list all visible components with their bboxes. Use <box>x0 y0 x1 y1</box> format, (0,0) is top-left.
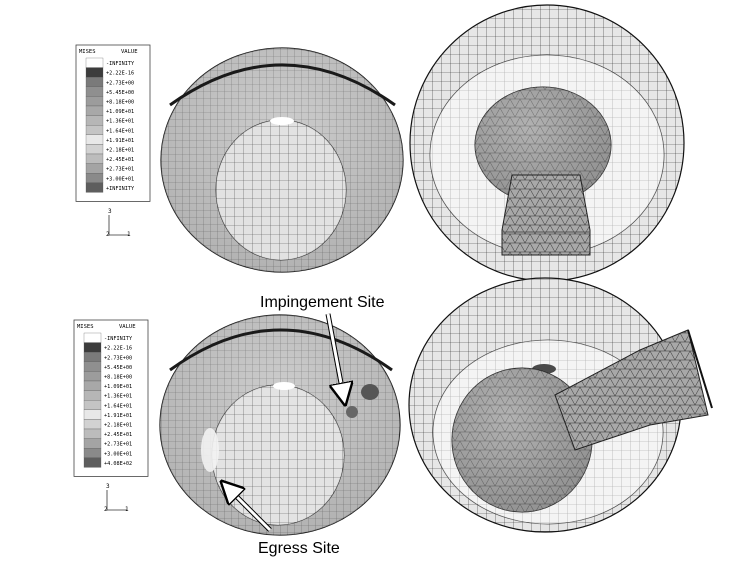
impingement-region <box>361 384 379 400</box>
axis-label-origin: 2 <box>104 506 108 513</box>
legend-entry-label: -INFINITY <box>104 336 133 342</box>
axis-triad <box>106 490 127 511</box>
legend-entry-label: +INFINITY <box>106 186 135 192</box>
legend-swatch <box>85 182 104 193</box>
impingement-callout: Impingement Site <box>260 294 385 404</box>
legend-swatch <box>83 332 102 343</box>
legend-top: MISES VALUE -INFINITY +2.22E-16 +2.73E+00 +5.… <box>75 44 151 238</box>
legend-entry-label: +2.18E+01 <box>106 148 134 154</box>
legend-entry-label: +4.08E+02 <box>104 461 132 467</box>
legend-swatch <box>85 105 104 116</box>
axis-label-horizontal: 1 <box>127 231 131 238</box>
axis-label-vertical: 3 <box>106 483 110 490</box>
legend-entry-label: +1.64E+01 <box>106 128 134 134</box>
legend-swatch <box>85 77 104 87</box>
legend-header-left: MISES <box>79 49 96 55</box>
legend-swatch <box>85 144 104 155</box>
legend-swatch <box>85 153 104 164</box>
legend-entry-label: +3.00E+01 <box>106 176 134 182</box>
axis-label-horizontal: 1 <box>125 506 129 513</box>
egress-callout: Egress Site <box>222 482 340 557</box>
legend-entry-label: +8.18E+00 <box>106 100 134 106</box>
liner-dome-top <box>160 47 404 273</box>
legend-entry-label: +2.22E-16 <box>104 346 132 352</box>
legend-entry-label: +2.73E+00 <box>106 80 134 86</box>
legend-swatch <box>83 361 102 372</box>
legend-entry-label: +1.36E+01 <box>104 394 132 400</box>
legend-header-right: VALUE <box>119 324 136 330</box>
legend-swatch <box>83 390 102 401</box>
legend-swatch <box>83 419 102 430</box>
legend-swatch <box>83 342 102 353</box>
impingement-label: Impingement Site <box>260 294 385 311</box>
legend-entry-label: +2.45E+01 <box>104 432 132 438</box>
legend-entry-label: +5.45E+00 <box>106 90 134 96</box>
legend-swatch <box>83 448 102 458</box>
legend-swatch <box>85 115 104 126</box>
legend-swatch <box>85 67 104 78</box>
egress-region <box>201 428 219 472</box>
legend-swatch <box>85 134 104 145</box>
legend-entry-label: +1.09E+01 <box>106 109 134 115</box>
axis-label-origin: 2 <box>106 231 110 238</box>
legend-swatch <box>83 380 102 391</box>
legend-swatch <box>85 86 104 97</box>
liner-dome-bottom <box>159 314 401 536</box>
legend-entry-label: +2.73E+01 <box>106 167 134 173</box>
legend-swatch <box>83 428 102 439</box>
legend-entry-label: +2.73E+00 <box>104 355 132 361</box>
legend-swatch <box>85 125 104 135</box>
legend-swatch <box>83 371 102 382</box>
legend-entry-label: +2.73E+01 <box>104 442 132 448</box>
legend-entry-label: +5.45E+00 <box>104 365 132 371</box>
legend-entry-label: +1.91E+01 <box>106 138 134 144</box>
legend-entry-label: +1.91E+01 <box>104 413 132 419</box>
legend-header-left: MISES <box>77 324 94 330</box>
legend-entry-label: +2.45E+01 <box>106 157 134 163</box>
legend-entry-label: +1.09E+01 <box>104 384 132 390</box>
cup-assembly-bottom <box>408 277 713 533</box>
legend-entry-label: +3.00E+01 <box>104 451 132 457</box>
legend-swatch <box>83 352 102 362</box>
legend-entry-label: +1.36E+01 <box>106 119 134 125</box>
legend-swatch <box>85 173 104 183</box>
legend-swatch <box>83 409 102 420</box>
axis-label-vertical: 3 <box>108 208 112 215</box>
legend-bottom: MISES VALUE -INFINITY +2.22E-16 +2.73E+00 +5.… <box>73 319 149 513</box>
legend-entry-label: +2.22E-16 <box>106 71 134 77</box>
legend-entry-label: -INFINITY <box>106 61 135 67</box>
legend-swatch <box>83 400 102 410</box>
legend-entry-label: +1.64E+01 <box>104 403 132 409</box>
legend-entry-label: +2.18E+01 <box>104 423 132 429</box>
legend-swatch <box>85 57 104 68</box>
legend-swatch <box>85 96 104 107</box>
legend-entry-label: +8.18E+00 <box>104 375 132 381</box>
hotspot-top <box>270 117 294 125</box>
axis-triad <box>108 215 129 236</box>
legend-swatch <box>83 457 102 468</box>
legend-swatch <box>85 163 104 174</box>
cup-assembly-top <box>409 4 685 282</box>
egress-label: Egress Site <box>258 540 340 557</box>
legend-swatch <box>83 438 102 449</box>
legend-header-right: VALUE <box>121 49 138 55</box>
